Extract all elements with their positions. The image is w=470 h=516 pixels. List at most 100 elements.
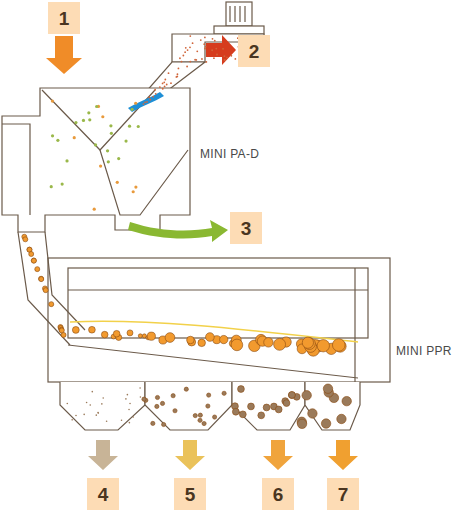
grain	[99, 164, 102, 167]
grain	[213, 57, 215, 59]
callout-number: 7	[338, 485, 349, 504]
grain	[222, 391, 226, 395]
grain	[116, 181, 119, 184]
grain	[101, 115, 104, 118]
grain	[146, 101, 148, 103]
grain	[97, 412, 99, 414]
grain	[198, 339, 206, 347]
grain	[206, 333, 215, 342]
grain	[101, 331, 108, 338]
grain	[127, 330, 133, 336]
grain	[51, 134, 54, 137]
grain	[182, 55, 184, 57]
grain	[143, 103, 145, 105]
grain	[31, 258, 36, 263]
grain	[224, 59, 226, 61]
grain	[177, 73, 179, 75]
grain	[74, 121, 77, 124]
grain	[302, 337, 313, 348]
grain	[213, 415, 217, 419]
grain	[128, 409, 130, 411]
grain	[181, 61, 183, 63]
grain	[220, 335, 228, 343]
grain	[198, 418, 202, 422]
callout-number: 2	[249, 42, 260, 61]
grain	[234, 58, 236, 60]
grain	[288, 392, 295, 399]
grain	[35, 267, 40, 272]
grain	[186, 66, 188, 68]
grain	[337, 414, 346, 423]
grain	[140, 396, 142, 398]
grain	[71, 419, 73, 421]
grain	[65, 159, 68, 162]
grain	[144, 101, 146, 103]
grain	[149, 97, 151, 99]
grain	[231, 339, 243, 351]
grain	[187, 49, 189, 51]
grain	[152, 96, 154, 98]
grain	[176, 76, 178, 78]
grain	[323, 384, 332, 393]
grain	[200, 39, 202, 41]
grain	[154, 89, 156, 91]
machine-label: MINI PPR	[396, 344, 452, 358]
grain	[94, 143, 97, 146]
grain	[258, 412, 265, 419]
grain	[332, 339, 345, 352]
motor	[226, 2, 252, 26]
screen-line	[70, 321, 358, 342]
grain	[127, 394, 129, 396]
grain	[51, 99, 54, 102]
grain	[232, 408, 239, 415]
grain	[198, 413, 202, 417]
grain	[128, 125, 131, 128]
grain	[214, 40, 216, 42]
grain	[230, 55, 232, 57]
grain	[173, 409, 177, 413]
grain	[211, 49, 213, 51]
grain	[117, 157, 120, 160]
grain	[155, 93, 157, 95]
grain	[289, 392, 296, 399]
grain	[106, 420, 108, 422]
grain	[155, 395, 159, 399]
grain	[23, 237, 28, 242]
callout-number: 1	[59, 9, 70, 28]
grain	[134, 185, 137, 188]
grain	[124, 139, 127, 142]
grain	[201, 58, 203, 60]
grain	[178, 68, 180, 70]
grain	[216, 54, 218, 56]
grain	[89, 326, 96, 333]
grain	[179, 57, 181, 59]
grain	[196, 50, 198, 52]
grain	[226, 57, 228, 59]
grain	[224, 59, 226, 61]
grain	[202, 421, 206, 425]
grain	[212, 38, 214, 40]
grain	[142, 397, 146, 401]
grain	[129, 403, 131, 405]
grain	[159, 86, 161, 88]
grain	[56, 139, 59, 142]
hopper	[232, 382, 305, 430]
grain	[166, 84, 168, 86]
grain	[72, 327, 79, 334]
hopper	[305, 382, 360, 430]
grain	[88, 118, 91, 121]
hopper	[60, 382, 145, 430]
grain	[168, 72, 170, 74]
grain	[110, 132, 113, 135]
grain	[263, 404, 270, 411]
pa-d-housing	[2, 88, 190, 232]
callout-box: 4	[87, 478, 119, 510]
grain	[113, 330, 120, 337]
grain	[275, 406, 282, 413]
dust-arrow	[206, 35, 236, 65]
grain	[137, 125, 140, 128]
grain	[129, 422, 131, 424]
grain	[165, 333, 175, 343]
machine-label: MINI PA-D	[200, 147, 259, 161]
